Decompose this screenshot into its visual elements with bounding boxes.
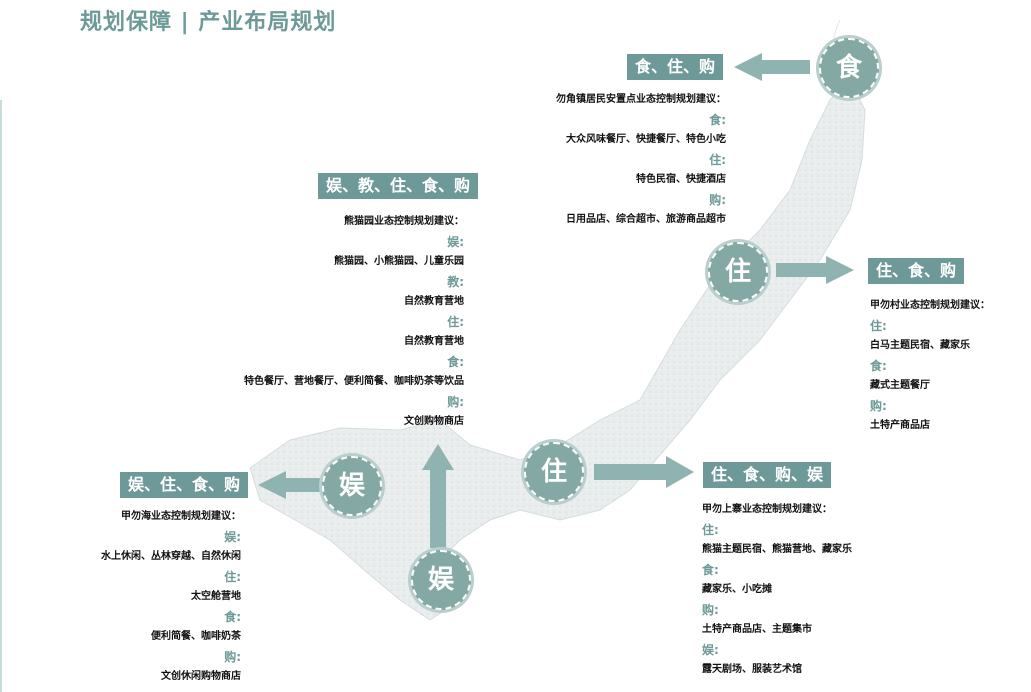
cat-label: 购:: [870, 399, 887, 413]
item-text: 藏家乐、小吃摊: [702, 584, 772, 595]
intro-shi: 勿角镇居民安置点业态控制规划建议：: [556, 94, 726, 105]
node-circle-zhu-upper: 住: [708, 242, 768, 302]
tag-zhu-lower: 住、食、购、娱: [703, 462, 832, 488]
cat-label: 住:: [224, 570, 241, 584]
cat-label: 食:: [702, 563, 719, 577]
arrow-right-zhu-lower: [594, 456, 694, 488]
cat-label: 购:: [224, 650, 241, 664]
cat-label: 教:: [447, 275, 464, 289]
item-text: 熊猫主题民宿、熊猫营地、藏家乐: [702, 544, 852, 555]
cat-label: 娱:: [224, 530, 241, 544]
info-block-zhu-upper: 甲勿村业态控制规划建议： 住: 白马主题民宿、藏家乐 食: 藏式主题餐厅 购: …: [870, 296, 990, 436]
node-circle-zhu-lower: 住: [524, 442, 584, 502]
info-block-panda: 熊猫园业态控制规划建议： 娱: 熊猫园、小熊猫园、儿童乐园 教: 自然教育营地 …: [244, 212, 464, 432]
cat-label: 食:: [447, 355, 464, 369]
item-text: 露天剧场、服装艺术馆: [702, 664, 802, 675]
tag-yu-left: 娱、住、食、购: [120, 472, 249, 498]
node-circle-panda: 娱: [411, 550, 471, 610]
item-text: 自然教育营地: [404, 296, 464, 307]
item-text: 大众风味餐厅、快捷餐厅、特色小吃: [566, 134, 726, 145]
info-block-zhu-lower: 甲勿上寨业态控制规划建议： 住: 熊猫主题民宿、熊猫营地、藏家乐 食: 藏家乐、…: [702, 500, 852, 680]
tag-shi: 食、住、购: [627, 54, 724, 80]
cat-label: 食:: [224, 610, 241, 624]
info-block-yu-left: 甲勿海业态控制规划建议： 娱: 水上休闲、丛林穿越、自然休闲 住: 太空舱营地 …: [101, 507, 241, 687]
intro-zhu-upper: 甲勿村业态控制规划建议：: [870, 300, 990, 311]
node-circle-yu-left: 娱: [322, 456, 382, 516]
arrow-left-shi: [734, 53, 810, 81]
cat-label: 购:: [709, 193, 726, 207]
intro-yu-left: 甲勿海业态控制规划建议：: [121, 511, 241, 522]
item-text: 自然教育营地: [404, 336, 464, 347]
cat-label: 食:: [709, 113, 726, 127]
item-text: 日用品店、综合超市、旅游商品超市: [566, 214, 726, 225]
cat-label: 娱:: [447, 235, 464, 249]
cat-label: 住:: [870, 319, 887, 333]
item-text: 便利简餐、咖啡奶茶: [151, 631, 241, 642]
intro-zhu-lower: 甲勿上寨业态控制规划建议：: [702, 504, 832, 515]
item-text: 特色餐厅、营地餐厅、便利简餐、咖啡奶茶等饮品: [244, 376, 464, 387]
cat-label: 购:: [702, 603, 719, 617]
item-text: 熊猫园、小熊猫园、儿童乐园: [334, 256, 464, 267]
cat-label: 食:: [870, 359, 887, 373]
item-text: 白马主题民宿、藏家乐: [870, 340, 970, 351]
tag-zhu-upper: 住、食、购: [868, 258, 965, 284]
item-text: 藏式主题餐厅: [870, 380, 930, 391]
left-rule: [0, 100, 2, 692]
node-circle-shi: 食: [819, 38, 879, 98]
item-text: 水上休闲、丛林穿越、自然休闲: [101, 551, 241, 562]
cat-label: 娱:: [702, 643, 719, 657]
item-text: 特色民宿、快捷酒店: [636, 174, 726, 185]
cat-label: 住:: [702, 523, 719, 537]
tag-panda: 娱、教、住、食、购: [318, 173, 479, 199]
item-text: 太空舱营地: [191, 591, 241, 602]
intro-panda: 熊猫园业态控制规划建议：: [344, 216, 464, 227]
page-title: 规划保障 | 产业布局规划: [80, 10, 337, 35]
item-text: 文创购物商店: [404, 416, 464, 427]
cat-label: 购:: [447, 395, 464, 409]
arrow-left-yu: [258, 471, 320, 499]
info-block-shi: 勿角镇居民安置点业态控制规划建议： 食: 大众风味餐厅、快捷餐厅、特色小吃 住:…: [556, 90, 726, 230]
item-text: 土特产商品店、主题集市: [702, 624, 812, 635]
cat-label: 住:: [447, 315, 464, 329]
item-text: 土特产商品店: [870, 420, 930, 431]
arrow-up-panda: [422, 444, 454, 548]
cat-label: 住:: [709, 153, 726, 167]
arrow-right-zhu-upper: [776, 256, 854, 284]
item-text: 文创休闲购物商店: [161, 671, 241, 682]
